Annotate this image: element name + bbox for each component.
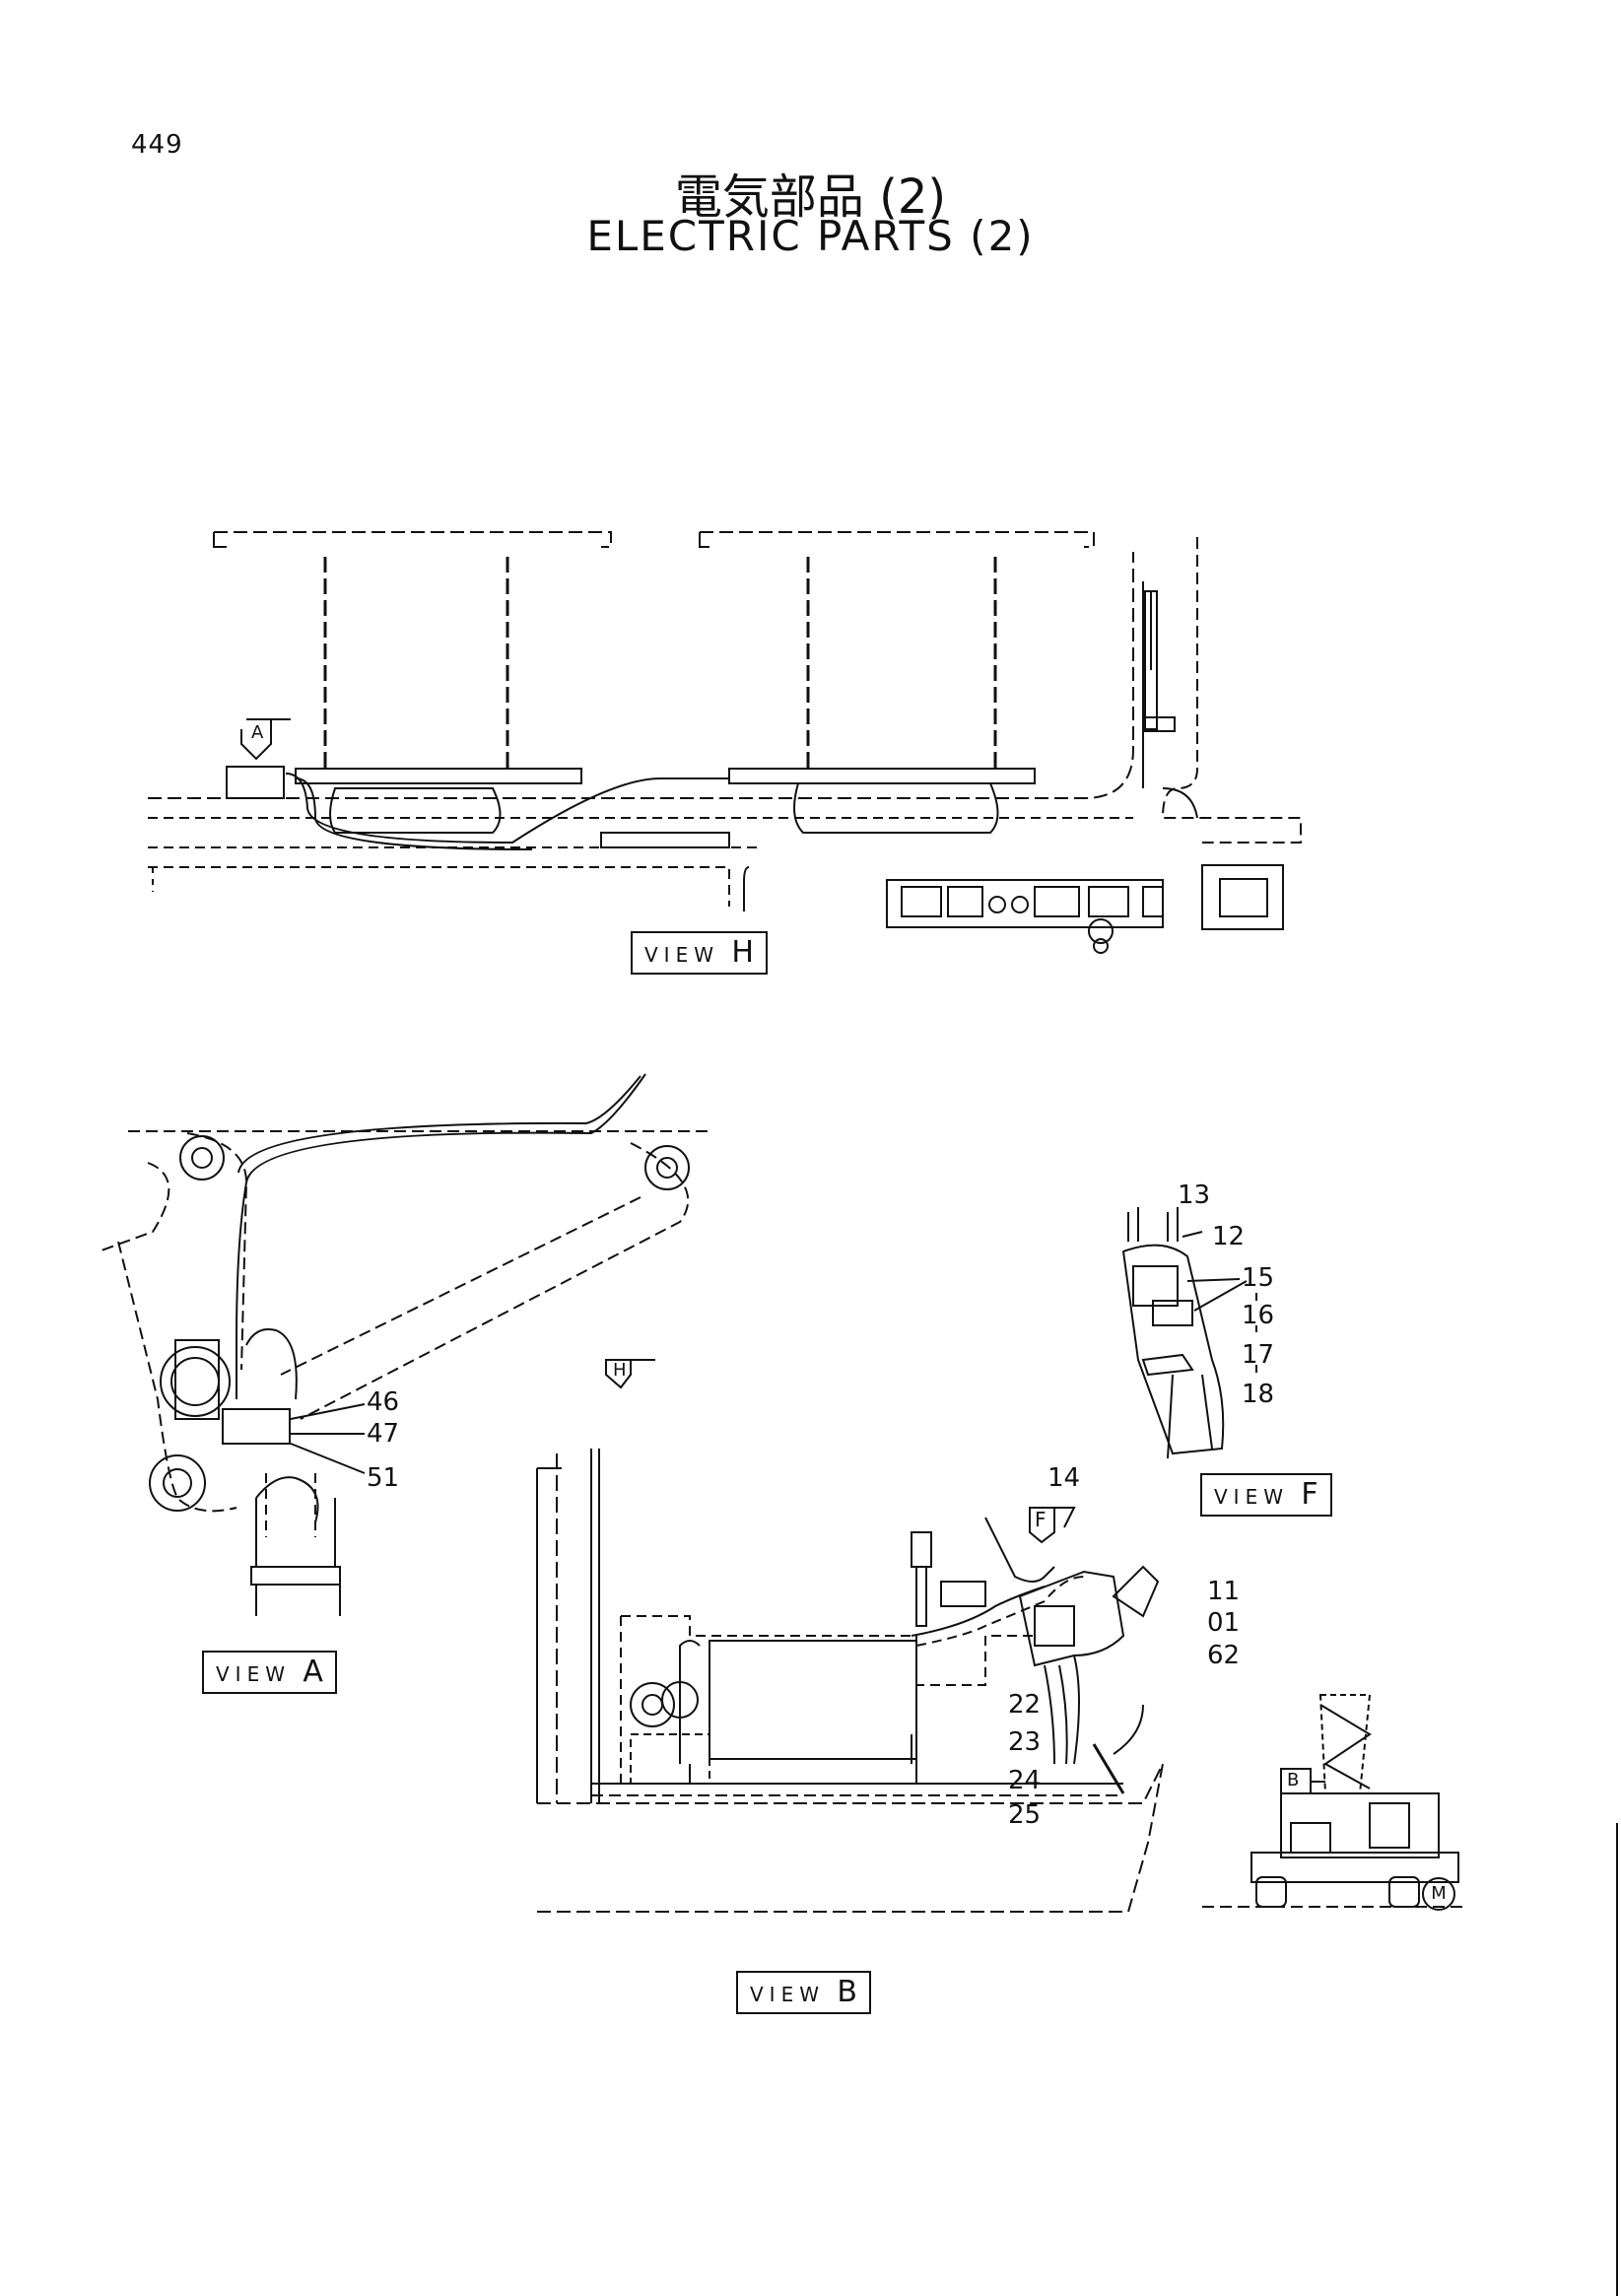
callout-15: 15 <box>1242 1263 1275 1293</box>
view-a-label: VIEW A <box>202 1651 337 1694</box>
view-arrow-a: A <box>251 722 264 743</box>
callout-62: 62 <box>1207 1641 1241 1670</box>
corner-mark: M <box>1422 1877 1455 1911</box>
callout-13: 13 <box>1178 1181 1211 1210</box>
view-b-drawing <box>536 1449 1164 1913</box>
callout-47: 47 <box>367 1419 400 1449</box>
callout-23: 23 <box>1008 1727 1042 1757</box>
view-f-label: VIEW F <box>1200 1473 1332 1517</box>
view-arrows <box>240 718 1325 1794</box>
machine-side-view <box>1202 1694 1468 1908</box>
view-a-drawing <box>98 1073 709 1616</box>
view-f-drawing <box>1121 1207 1248 1459</box>
callout-22: 22 <box>1008 1690 1042 1720</box>
callout-46: 46 <box>367 1387 400 1417</box>
callout-16: 16 <box>1242 1301 1275 1330</box>
callout-01: 01 <box>1207 1608 1241 1638</box>
right-edge-line <box>1616 1823 1618 2296</box>
page-number: 449 <box>131 130 183 160</box>
view-arrow-h: H <box>613 1360 627 1381</box>
view-b-label: VIEW B <box>736 1971 871 2014</box>
title-english: ELECTRIC PARTS (2) <box>586 212 1035 260</box>
view-h-drawing <box>148 531 1302 954</box>
callout-25: 25 <box>1008 1800 1042 1830</box>
callout-24: 24 <box>1008 1766 1042 1795</box>
view-h-label: VIEW H <box>631 931 768 975</box>
view-arrow-b: B <box>1287 1770 1300 1790</box>
title-japanese: 電気部品 (2) <box>674 169 947 225</box>
callout-11: 11 <box>1207 1577 1241 1606</box>
callout-14: 14 <box>1047 1463 1081 1493</box>
callout-51: 51 <box>367 1463 400 1493</box>
view-arrow-f: F <box>1035 1508 1047 1531</box>
callout-18: 18 <box>1242 1380 1275 1409</box>
callout-12: 12 <box>1212 1222 1246 1251</box>
callout-17: 17 <box>1242 1340 1275 1370</box>
